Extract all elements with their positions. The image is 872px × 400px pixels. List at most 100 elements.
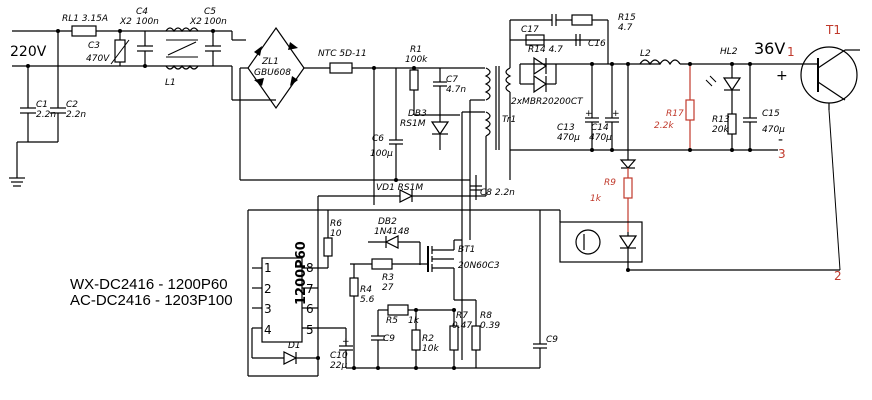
svg-text:C7: C7 — [446, 75, 458, 85]
svg-text:BT1: BT1 — [458, 245, 475, 255]
svg-text:2: 2 — [264, 282, 272, 296]
svg-text:+: + — [612, 109, 620, 119]
svg-text:C3: C3 — [88, 41, 100, 51]
optocoupler — [559, 210, 643, 263]
svg-text:2.2n: 2.2n — [66, 110, 86, 120]
svg-text:10: 10 — [330, 229, 342, 239]
svg-text:C9: C9 — [383, 334, 395, 344]
terminal-1: 1 — [787, 45, 795, 59]
terminal-2: 2 — [834, 269, 842, 283]
svg-text:C4: C4 — [136, 7, 148, 17]
svg-text:C1: C1 — [36, 100, 48, 110]
svg-text:VD1 RS1M: VD1 RS1M — [376, 183, 423, 193]
svg-text:DB2: DB2 — [378, 217, 397, 227]
svg-text:HL2: HL2 — [720, 47, 738, 57]
svg-text:R17: R17 — [666, 109, 684, 119]
svg-text:100n: 100n — [136, 17, 159, 27]
svg-text:RS1M: RS1M — [400, 119, 426, 129]
svg-text:+: + — [342, 337, 350, 347]
model-2: AC-DC2416 - 1203P100 — [70, 292, 233, 309]
svg-text:R5: R5 — [386, 316, 398, 326]
svg-text:R7: R7 — [456, 311, 468, 321]
svg-text:4.7n: 4.7n — [446, 85, 466, 95]
svg-text:470V: 470V — [86, 54, 110, 64]
svg-text:5.6: 5.6 — [360, 295, 375, 305]
svg-text:100k: 100k — [405, 55, 428, 65]
svg-text:Tr1: Tr1 — [502, 115, 516, 125]
svg-text:0.39: 0.39 — [480, 321, 500, 331]
svg-text:5: 5 — [306, 323, 314, 337]
fuse-rl1-label: RL1 3.15A — [62, 14, 108, 24]
svg-text:C17: C17 — [521, 25, 539, 35]
terminal-3: 3 — [778, 147, 786, 161]
svg-text:X2: X2 — [119, 17, 132, 27]
svg-text:-: - — [778, 132, 783, 148]
svg-text:4: 4 — [264, 323, 272, 337]
svg-text:NTC 5D-11: NTC 5D-11 — [318, 49, 367, 59]
output-voltage-label: 36V — [754, 39, 785, 58]
transistor-t1: T1 — [795, 23, 860, 110]
svg-text:R3: R3 — [382, 273, 394, 283]
svg-text:1k: 1k — [590, 194, 602, 204]
svg-text:T1: T1 — [825, 23, 841, 37]
svg-text:C8 2.2n: C8 2.2n — [480, 188, 515, 198]
svg-text:D1: D1 — [288, 341, 301, 351]
svg-text:2xMBR20200CT: 2xMBR20200CT — [511, 97, 584, 107]
svg-text:3: 3 — [264, 302, 272, 316]
mosfet-bt1: BT1 20N60C3 — [419, 239, 500, 300]
svg-text:+: + — [776, 68, 788, 84]
svg-text:1k: 1k — [408, 316, 420, 326]
svg-text:R6: R6 — [330, 219, 342, 229]
svg-text:470µ: 470µ — [557, 133, 580, 143]
transformer-tr1: Tr1 — [461, 40, 516, 360]
svg-text:L1: L1 — [165, 78, 176, 88]
model-1: WX-DC2416 - 1200P60 — [70, 276, 228, 293]
svg-text:C6: C6 — [372, 134, 384, 144]
input-section: 220V RL1 3.15A C1 2.2n C2 2.2n C3 470V — [9, 7, 276, 187]
svg-text:L2: L2 — [640, 49, 651, 59]
svg-text:470µ: 470µ — [589, 133, 612, 143]
svg-text:R2: R2 — [422, 334, 434, 344]
svg-text:R9: R9 — [604, 178, 616, 188]
ntc-thermistor — [329, 62, 353, 74]
svg-text:DB3: DB3 — [408, 109, 427, 119]
svg-text:R8: R8 — [480, 311, 492, 321]
svg-text:ZL1: ZL1 — [261, 57, 279, 67]
svg-text:R13: R13 — [712, 115, 730, 125]
svg-text:470µ: 470µ — [762, 125, 785, 135]
svg-text:C9: C9 — [546, 335, 558, 345]
svg-text:22µ: 22µ — [330, 361, 347, 371]
svg-text:100µ: 100µ — [370, 149, 393, 159]
svg-text:1N4148: 1N4148 — [374, 227, 410, 237]
bridge-rectifier-zl1: ZL1 GBU608 — [239, 26, 330, 180]
svg-text:2.2k: 2.2k — [654, 121, 674, 131]
svg-text:C13: C13 — [557, 123, 575, 133]
svg-text:C16: C16 — [588, 39, 606, 49]
svg-text:R14 4.7: R14 4.7 — [528, 45, 563, 55]
svg-text:7: 7 — [306, 282, 314, 296]
svg-text:X2: X2 — [189, 17, 202, 27]
svg-text:C5: C5 — [204, 7, 216, 17]
svg-text:R15: R15 — [618, 13, 636, 23]
input-voltage-label: 220V — [10, 44, 47, 60]
svg-text:4.7: 4.7 — [618, 23, 633, 33]
svg-text:GBU608: GBU608 — [254, 68, 291, 78]
svg-text:1: 1 — [264, 261, 272, 275]
svg-text:6: 6 — [306, 302, 314, 316]
svg-text:27: 27 — [382, 283, 394, 293]
svg-text:R1: R1 — [410, 45, 422, 55]
svg-text:2.2n: 2.2n — [36, 110, 56, 120]
svg-text:C14: C14 — [591, 123, 609, 133]
svg-text:10k: 10k — [422, 344, 439, 354]
svg-text:R4: R4 — [360, 285, 372, 295]
fuse-rl1 — [71, 25, 97, 37]
svg-text:100n: 100n — [204, 17, 227, 27]
svg-text:20N60C3: 20N60C3 — [458, 261, 500, 271]
svg-text:+: + — [585, 109, 593, 119]
svg-text:1200P60: 1200P60 — [294, 241, 309, 305]
svg-text:C10: C10 — [330, 351, 348, 361]
svg-text:C2: C2 — [66, 100, 78, 110]
svg-text:C15: C15 — [762, 109, 780, 119]
ic-1200p60: 1200P60 1 2 3 4 8 7 6 5 — [261, 241, 314, 343]
